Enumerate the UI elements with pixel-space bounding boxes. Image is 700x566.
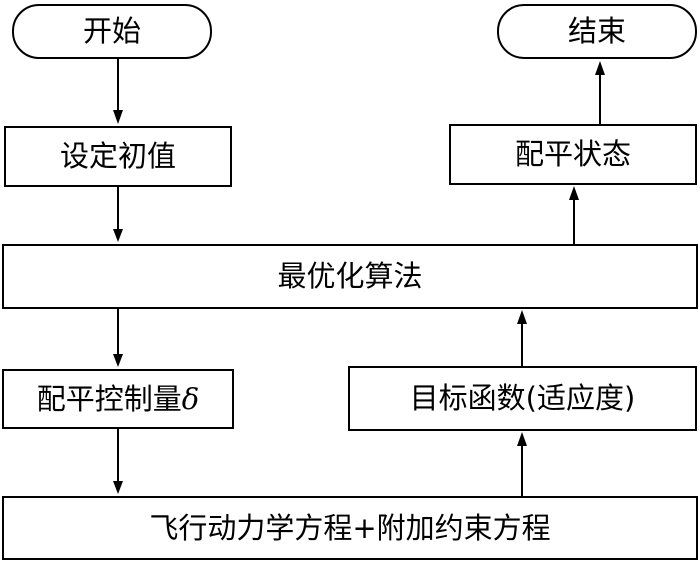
objective-function-box: 目标函数(适应度) — [348, 366, 697, 431]
arrow-objective-function-to-optimization — [517, 310, 527, 366]
arrow-start-to-initial-values — [113, 59, 123, 124]
arrow-optimization-to-trim-state — [569, 186, 579, 244]
initial-values-box: 设定初值 — [4, 126, 232, 187]
trim-control-label: 配平控制量 — [36, 381, 182, 416]
optimization-algorithm-box: 最优化算法 — [2, 244, 698, 309]
start-node: 开始 — [12, 4, 212, 59]
trim-control-delta-symbol: δ — [181, 381, 200, 416]
end-node: 结束 — [497, 4, 697, 59]
arrow-trim-state-to-end — [595, 61, 605, 124]
arrow-trim-control-to-flight-equations — [113, 429, 123, 494]
arrow-initial-values-to-optimization — [113, 187, 123, 242]
arrow-optimization-to-trim-control — [113, 309, 123, 367]
arrow-flight-equations-to-objective-function — [517, 432, 527, 496]
flight-equations-box: 飞行动力学方程+附加约束方程 — [2, 496, 698, 560]
trim-state-box: 配平状态 — [449, 124, 697, 185]
